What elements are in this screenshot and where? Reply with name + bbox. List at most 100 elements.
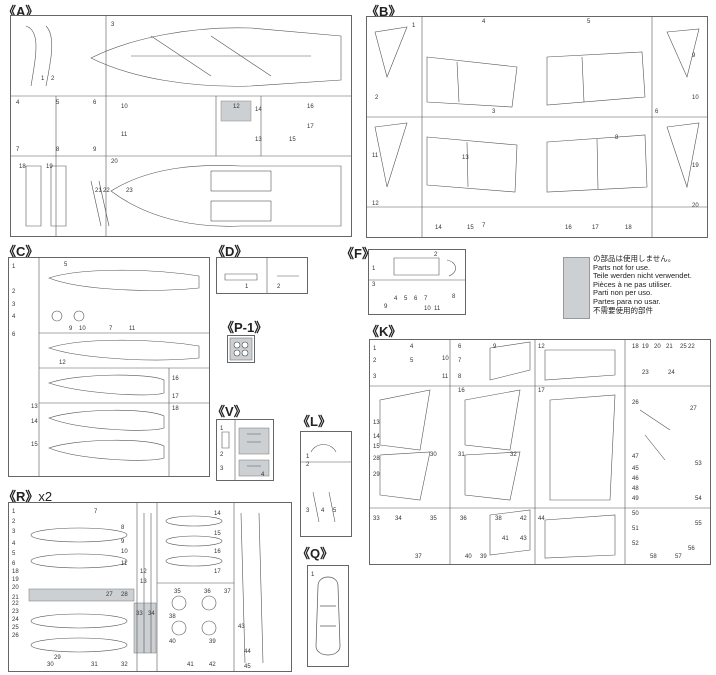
svg-text:11: 11 [372,153,379,159]
svg-text:2: 2 [373,358,377,364]
legend-line-fr: Pièces à ne pas utiliser. [593,279,672,289]
svg-text:1: 1 [372,266,376,272]
svg-text:28: 28 [373,456,380,462]
svg-text:13: 13 [462,155,469,161]
svg-text:11: 11 [121,561,128,567]
svg-text:10: 10 [424,306,431,312]
legend-line-en: Parts not for use. [593,262,651,272]
svg-text:2: 2 [306,462,310,468]
svg-text:5: 5 [587,19,591,25]
svg-text:7: 7 [109,326,113,332]
svg-text:3: 3 [111,22,115,28]
svg-text:5: 5 [64,262,68,268]
sprue-label-l: 《L》 [297,414,331,429]
svg-text:32: 32 [510,452,517,458]
svg-text:4: 4 [12,314,16,320]
svg-text:12: 12 [372,201,379,207]
svg-text:9: 9 [384,304,388,310]
sprue-label-k: 《K》 [366,324,402,339]
svg-text:21: 21 [666,344,673,350]
svg-text:6: 6 [414,296,418,302]
svg-text:5: 5 [404,296,408,302]
svg-text:37: 37 [415,554,422,560]
svg-text:12: 12 [140,569,147,575]
svg-text:11: 11 [121,132,128,138]
svg-text:16: 16 [565,225,572,231]
legend-line-es: Partes para no usar. [593,296,661,306]
svg-text:6: 6 [93,100,97,106]
svg-text:22: 22 [12,601,19,607]
svg-text:35: 35 [430,516,437,522]
svg-text:23: 23 [12,609,19,615]
svg-text:7: 7 [16,147,20,153]
svg-text:16: 16 [214,549,221,555]
svg-text:31: 31 [91,662,98,668]
svg-text:56: 56 [688,546,695,552]
svg-text:9: 9 [93,147,97,153]
svg-text:16: 16 [172,376,179,382]
svg-text:6: 6 [458,344,462,350]
svg-text:12: 12 [59,360,66,366]
svg-text:27: 27 [690,406,697,412]
svg-text:5: 5 [56,100,60,106]
svg-text:31: 31 [458,452,465,458]
svg-text:27: 27 [106,592,113,598]
svg-text:24: 24 [12,617,19,623]
svg-text:5: 5 [410,358,414,364]
svg-text:10: 10 [442,356,449,362]
svg-text:12: 12 [538,344,545,350]
legend-line-it: Parti non per uso. [593,288,653,298]
svg-text:1: 1 [311,572,315,578]
svg-text:38: 38 [169,614,176,620]
svg-text:11: 11 [434,306,441,312]
svg-text:21: 21 [95,188,102,194]
svg-text:40: 40 [465,554,472,560]
svg-text:36: 36 [204,589,211,595]
svg-text:13: 13 [373,420,380,426]
svg-text:3: 3 [220,466,224,472]
svg-text:9: 9 [69,326,73,332]
svg-text:3: 3 [372,282,376,288]
svg-text:39: 39 [209,639,216,645]
svg-text:55: 55 [695,521,702,527]
svg-text:45: 45 [244,664,251,670]
svg-text:22: 22 [103,188,110,194]
svg-text:57: 57 [675,554,682,560]
svg-text:20: 20 [111,159,118,165]
svg-text:7: 7 [482,223,486,229]
svg-text:40: 40 [169,639,176,645]
svg-text:19: 19 [46,164,53,170]
svg-text:13: 13 [31,404,38,410]
sprue-label-b: 《B》 [366,4,402,19]
svg-text:26: 26 [632,400,639,406]
svg-text:14: 14 [214,511,221,517]
svg-text:14: 14 [435,225,442,231]
svg-text:35: 35 [174,589,181,595]
svg-text:14: 14 [373,434,380,440]
svg-text:4: 4 [410,344,414,350]
svg-text:4: 4 [12,541,16,547]
sprue-p1-frame [227,335,255,363]
svg-text:25: 25 [12,625,19,631]
svg-text:30: 30 [430,452,437,458]
svg-text:16: 16 [458,388,465,394]
svg-text:36: 36 [460,516,467,522]
sprue-q-drawing: 1 [311,572,341,656]
svg-text:8: 8 [452,294,456,300]
svg-text:1: 1 [373,346,377,352]
svg-text:15: 15 [467,225,474,231]
svg-text:32: 32 [121,662,128,668]
svg-text:54: 54 [695,496,702,502]
svg-text:8: 8 [121,525,125,531]
sprue-p1-drawing [229,337,253,361]
